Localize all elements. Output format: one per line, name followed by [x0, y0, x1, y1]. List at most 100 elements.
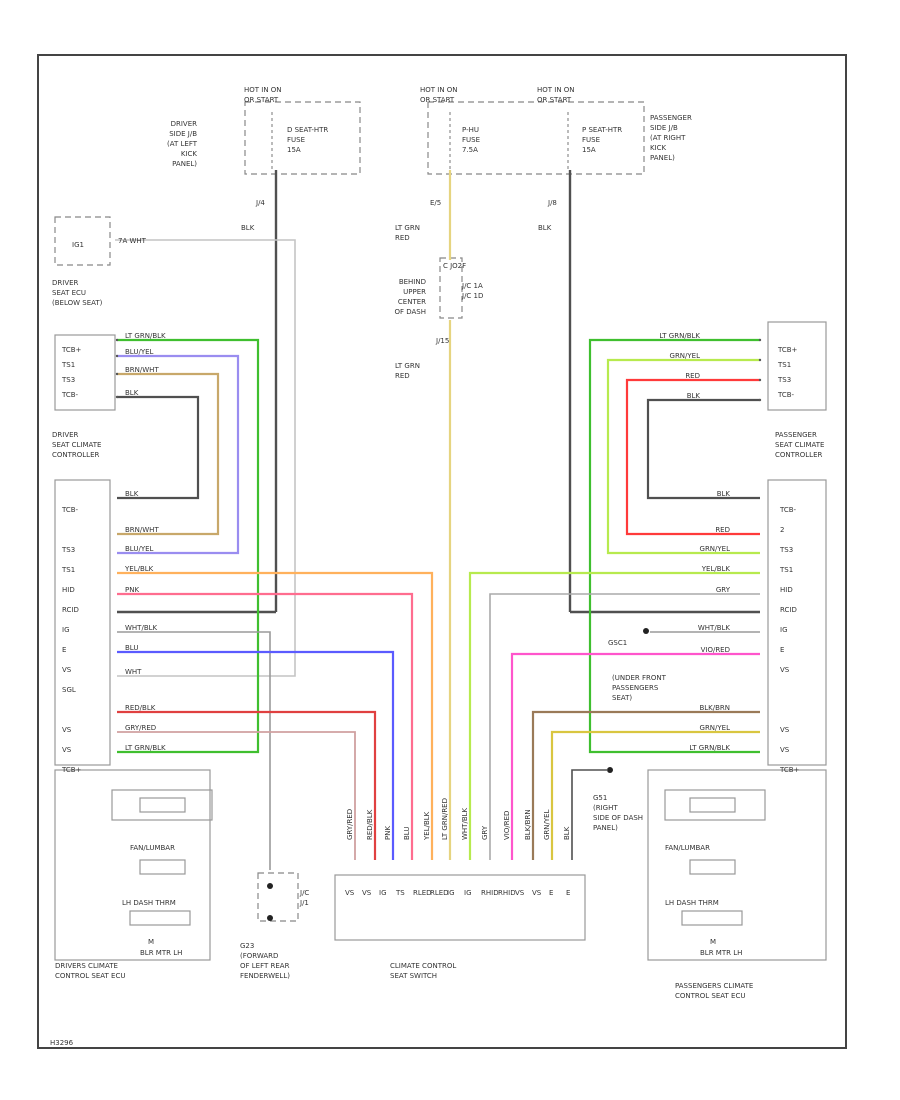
switch-wire-label: GRN/YEL — [543, 809, 551, 840]
driver-controller-pin: VS — [62, 746, 72, 754]
driver-fan-inner — [139, 797, 186, 813]
driver-motor-box — [129, 910, 191, 926]
driver-gry-red — [117, 731, 356, 860]
right-pin-label: J/8 — [547, 199, 557, 207]
passenger-controller-pin: TCB+ — [779, 766, 800, 774]
driver-blk-ground — [117, 395, 200, 500]
driver-ctrl-wire-label: BLU/YEL — [125, 545, 154, 553]
footer-code: H3296 — [50, 1039, 74, 1047]
driver-lumbar-inner — [139, 859, 186, 875]
driver-controller-pin: E — [62, 646, 66, 654]
driver-ecu-small-box — [54, 216, 111, 266]
switch-wire-label: YEL/BLK — [423, 811, 431, 841]
driver-lumbar-label: LH DASH THRM — [122, 899, 176, 907]
passenger-motor-box — [681, 910, 743, 926]
switch-wire-label: BLK/BRN — [524, 809, 532, 840]
switch-pin: IG — [464, 889, 472, 897]
pass-ctrl-wire-label: BLK — [717, 490, 731, 498]
driver-controller-box — [54, 479, 111, 766]
pass-ctrl-wire-label: GRN/YEL — [700, 545, 731, 553]
switch-pin: VS — [532, 889, 542, 897]
driver-ctrl-wire-label: WHT — [125, 668, 142, 676]
pass-ctrl-wire-label: GRY — [716, 586, 731, 594]
left-ground-box — [257, 872, 299, 922]
passenger-controller-pin: RCID — [780, 606, 797, 614]
switch-pin: IG — [447, 889, 455, 897]
driver-controller-pin: TS1 — [61, 566, 75, 574]
passenger-controller-pin: E — [780, 646, 784, 654]
passenger-controller-pin: HID — [780, 586, 793, 594]
driver-ecu-wire-label: BRN/WHT — [125, 366, 159, 374]
pass-vio-red — [510, 652, 760, 860]
switch-pin: IG — [379, 889, 387, 897]
passenger-controller-pin: VS — [780, 746, 790, 754]
driver-controller-pin: HID — [62, 586, 75, 594]
pass-ecu-terminal — [758, 378, 762, 382]
pass-ecu-wire-label: BLK — [687, 392, 701, 400]
switch-pin: E — [549, 889, 553, 897]
driver-ctrl-wire-label: BRN/WHT — [125, 526, 159, 534]
passenger-fan-box — [664, 789, 766, 821]
switch-pin: VS — [362, 889, 372, 897]
driver-ctrl-wire-label: BLU — [125, 644, 138, 652]
pass-gry — [489, 593, 760, 860]
driver-controller-pin: TS3 — [61, 546, 75, 554]
pass-grn-yel — [606, 358, 760, 555]
pass-blk-brn — [531, 710, 760, 860]
driver-ecu-wire-label: BLU/YEL — [125, 348, 154, 356]
left-fuse-box — [244, 101, 361, 175]
junction-id: C JO2F — [443, 262, 466, 270]
driver-motor-label: BLR MTR LH — [140, 949, 182, 957]
switch-wire-label: VIO/RED — [503, 811, 511, 840]
pass-blk-ground — [646, 398, 760, 500]
pass-ecu-terminal — [758, 398, 762, 402]
passenger-fan-label: FAN/LUMBAR — [665, 844, 710, 852]
driver-ecu-ig-label: IG1 — [72, 241, 84, 249]
passenger-controller-pin: 2 — [780, 526, 784, 534]
passenger-controller-pin: IG — [780, 626, 788, 634]
passenger-controller-pin: TS1 — [779, 566, 793, 574]
passenger-ecu-pin: TCB- — [777, 391, 795, 399]
switch-wire-label: BLU — [403, 827, 411, 840]
mid-pin-label: E/5 — [430, 199, 441, 207]
switch-box — [334, 874, 586, 941]
driver-controller-pin: VS — [62, 666, 72, 674]
driver-ctrl-wire-label: LT GRN/BLK — [125, 744, 166, 752]
switch-pin: E — [566, 889, 570, 897]
pass-yel-blk — [468, 571, 760, 860]
driver-climate-ecu-box — [54, 769, 211, 961]
driver-controller-pin: IG — [62, 626, 70, 634]
left-pin-label: J/4 — [255, 199, 265, 207]
passenger-ecu-pin: TS3 — [777, 376, 791, 384]
pass-ctrl-wire-label: VIO/RED — [701, 646, 730, 654]
driver-ecu-pin: TS3 — [61, 376, 75, 384]
driver-pnk — [117, 592, 414, 860]
driver-ctrl-wire-label: YEL/BLK — [124, 565, 154, 573]
pass-ctrl-wire-label: LT GRN/BLK — [689, 744, 730, 752]
pass-ctrl-wire-label: RED — [715, 526, 730, 534]
switch-pin: RLED — [413, 889, 432, 897]
driver-ecu-pin: TCB- — [61, 391, 79, 399]
switch-wire-label: GRY/RED — [346, 809, 354, 840]
passenger-lumbar-label: LH DASH THRM — [665, 899, 719, 907]
switch-ground-dot — [607, 767, 613, 773]
passenger-ground-dot — [643, 628, 649, 634]
switch-pin: VS — [345, 889, 355, 897]
pass-ecu-terminal — [758, 358, 762, 362]
driver-blu — [117, 650, 395, 860]
switch-pin: RLED — [430, 889, 449, 897]
driver-controller-pin: TCB+ — [61, 766, 82, 774]
driver-motor-symbol: M — [148, 938, 154, 946]
driver-ecu-terminal — [115, 395, 119, 399]
